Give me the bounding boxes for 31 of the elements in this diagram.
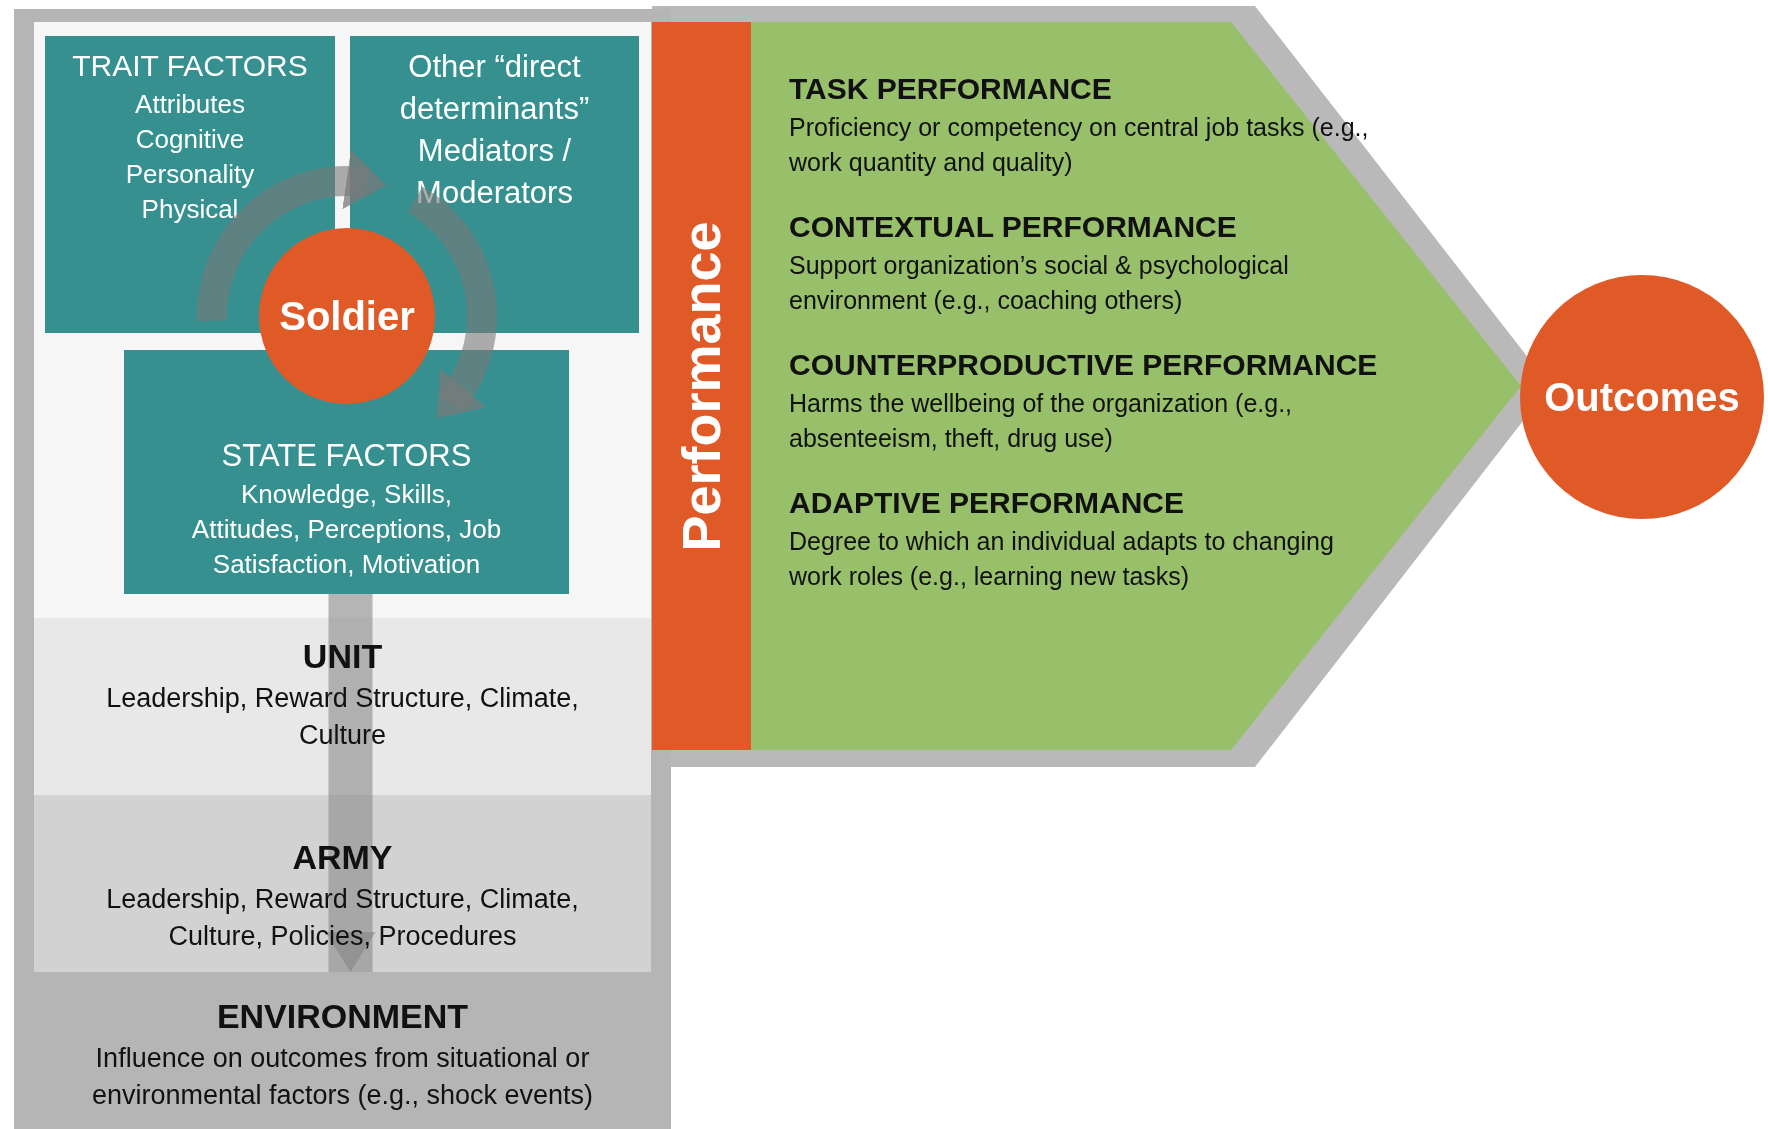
section-heading: ENVIRONMENT — [216, 996, 469, 1038]
section-heading: STATE FACTORS — [221, 436, 472, 475]
node-label: Outcomes — [1544, 374, 1740, 421]
performance-heading: CONTEXTUAL PERFORMANCE — [789, 209, 1238, 245]
performance-bar — [652, 22, 751, 750]
performance-description: Degree to which an individual adapts to changing work roles (e.g., learning new tasks) — [789, 526, 1335, 592]
section-heading: Other “direct determinants” — [398, 48, 591, 128]
factor-list: Attributes Cognitive Personality Physical — [115, 86, 265, 227]
army-band — [34, 22, 651, 972]
performance-heading: ADAPTIVE PERFORMANCE — [789, 485, 1186, 521]
environment-panel — [14, 9, 671, 1129]
factor-list: Leadership, Reward Structure, Climate, Culture — [94, 680, 591, 753]
factor-list: Leadership, Reward Structure, Climate, Culture, Policies, Procedures — [94, 881, 591, 954]
factor-list: Influence on outcomes from situational or environmental factors (e.g., shock events) — [24, 1040, 661, 1113]
section-heading: TRAIT FACTORS — [72, 48, 308, 84]
performance-description: Support organization’s social & psychological environment (e.g., coaching others) — [789, 250, 1290, 316]
unit-band — [34, 22, 651, 795]
factor-box — [124, 350, 569, 594]
performance-heading: TASK PERFORMANCE — [789, 71, 1113, 107]
performance-description: Proficiency or competency on central job tasks (e.g., work quantity and quality) — [789, 112, 1370, 178]
performance-heading: COUNTERPRODUCTIVE PERFORMANCE — [789, 347, 1379, 383]
performance-description: Harms the wellbeing of the organization (e.g., absenteeism, theft, drug use) — [789, 388, 1294, 454]
section-heading: ARMY — [292, 837, 393, 879]
arrow — [325, 594, 376, 972]
section-heading: UNIT — [302, 636, 383, 678]
node-label: Performance — [670, 220, 733, 552]
performance-arrow-shape — [751, 22, 1521, 750]
curved-arrow — [197, 150, 387, 322]
factor-list: Knowledge, Skills, Attitudes, Perceptions, Job Satisfaction, Motivation — [184, 476, 509, 582]
factor-list: Mediators / Moderators — [390, 129, 599, 214]
node-label: Soldier — [279, 293, 415, 340]
